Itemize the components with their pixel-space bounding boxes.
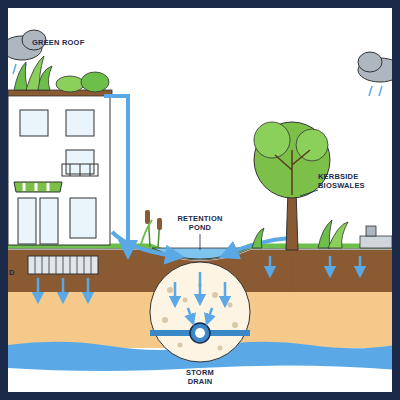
building [8,90,112,245]
callout-label: STORM DRAIN [178,368,222,386]
cattails [140,210,162,247]
bioswale-plants [252,220,392,248]
cloud-right [358,52,392,96]
callout-label: KERBSIDE BIOSWALES [318,172,373,190]
callout-label: RETENTION POND [175,214,225,232]
callout-label: GREEN ROOF [32,38,112,47]
storm-drain-section [150,262,250,362]
tree [254,122,330,290]
green-roof-plants [14,56,109,92]
permeable-pavement [28,256,98,298]
callout-label: D [9,268,21,277]
sky [8,8,392,392]
